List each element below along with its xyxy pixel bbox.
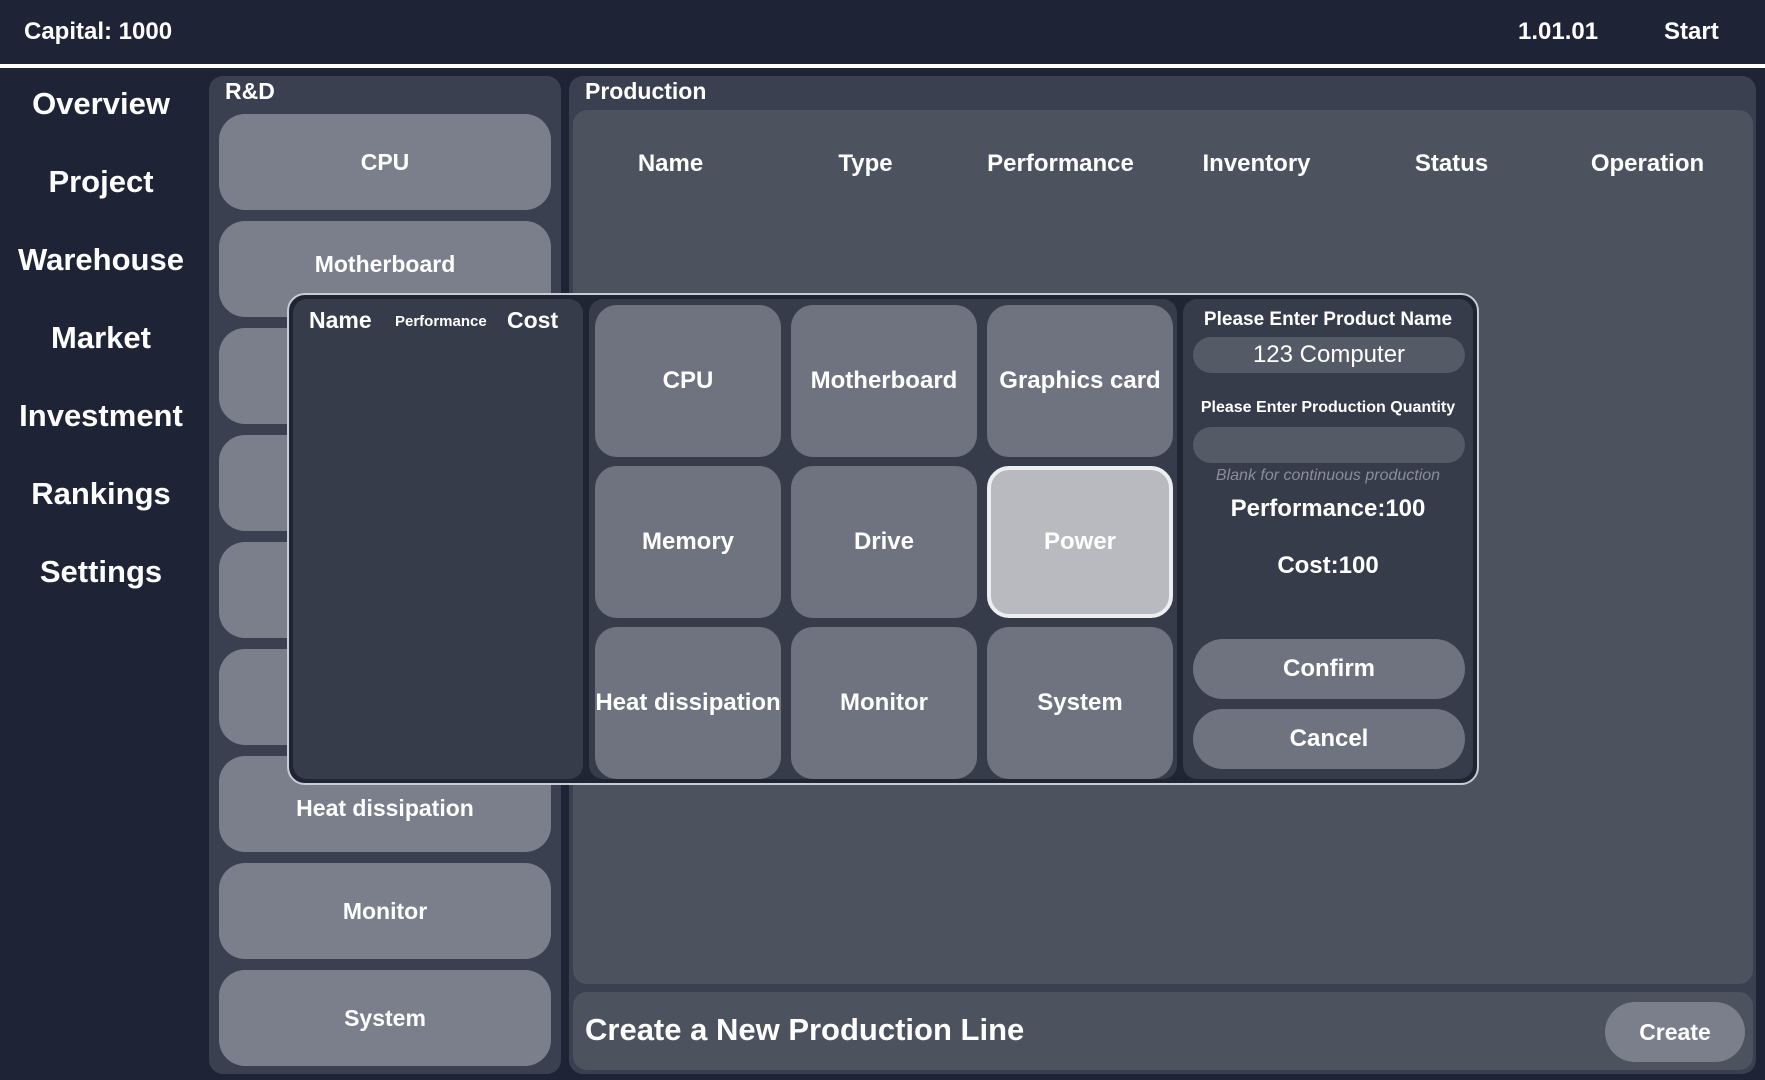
- new-product-dialog: Name Performance Cost CPU Motherboard Gr…: [287, 293, 1479, 785]
- rd-monitor-button[interactable]: Monitor: [219, 863, 551, 959]
- create-production-title: Create a New Production Line: [585, 1012, 1025, 1047]
- production-quantity-input[interactable]: [1193, 427, 1465, 463]
- product-name-input[interactable]: [1193, 337, 1465, 373]
- nav-rankings[interactable]: Rankings: [31, 476, 171, 511]
- start-button[interactable]: Start: [1664, 18, 1719, 45]
- cost-value: Cost:100: [1277, 552, 1379, 579]
- quantity-hint: Blank for continuous production: [1215, 467, 1441, 484]
- list-header-performance: Performance: [395, 313, 487, 330]
- product-form: Please Enter Product Name Please Enter P…: [1183, 299, 1473, 779]
- component-drive-button[interactable]: Drive: [791, 466, 977, 618]
- cancel-button[interactable]: Cancel: [1193, 709, 1465, 769]
- component-system-button[interactable]: System: [987, 627, 1173, 779]
- column-header-operation: Operation: [1590, 150, 1705, 177]
- component-heat-dissipation-button[interactable]: Heat dissipation: [595, 627, 781, 779]
- nav-settings[interactable]: Settings: [39, 554, 163, 589]
- sidebar: Overview Project Warehouse Market Invest…: [0, 72, 202, 1080]
- rd-title: R&D: [225, 78, 275, 104]
- component-grid: CPU Motherboard Graphics card Memory Dri…: [589, 299, 1177, 779]
- nav-project[interactable]: Project: [48, 164, 154, 199]
- confirm-button[interactable]: Confirm: [1193, 639, 1465, 699]
- component-motherboard-button[interactable]: Motherboard: [791, 305, 977, 457]
- production-quantity-label: Please Enter Production Quantity: [1200, 399, 1456, 416]
- capital-display: Capital: 1000: [24, 18, 173, 45]
- component-power-button[interactable]: Power: [987, 466, 1173, 618]
- production-title: Production: [585, 78, 707, 104]
- column-header-name: Name: [637, 150, 704, 177]
- list-header-cost: Cost: [507, 307, 559, 333]
- nav-overview[interactable]: Overview: [32, 86, 170, 121]
- rd-system-button[interactable]: System: [219, 970, 551, 1066]
- component-memory-button[interactable]: Memory: [595, 466, 781, 618]
- version-label: 1.01.01: [1518, 18, 1599, 45]
- component-cpu-button[interactable]: CPU: [595, 305, 781, 457]
- column-header-status: Status: [1414, 150, 1489, 177]
- performance-value: Performance:100: [1230, 495, 1426, 522]
- nav-warehouse[interactable]: Warehouse: [18, 242, 184, 277]
- rd-cpu-button[interactable]: CPU: [219, 114, 551, 210]
- column-header-type: Type: [838, 150, 893, 177]
- create-button[interactable]: Create: [1605, 1002, 1745, 1062]
- column-header-inventory: Inventory: [1202, 150, 1311, 177]
- component-list-panel: Name Performance Cost: [293, 299, 583, 779]
- component-graphics-card-button[interactable]: Graphics card: [987, 305, 1173, 457]
- nav-investment[interactable]: Investment: [19, 398, 183, 433]
- top-bar: Capital: 1000 1.01.01 Start: [0, 0, 1765, 68]
- create-production-bar: Create a New Production Line Create: [573, 992, 1753, 1070]
- list-header-name: Name: [309, 307, 372, 333]
- nav-market[interactable]: Market: [51, 320, 151, 355]
- component-monitor-button[interactable]: Monitor: [791, 627, 977, 779]
- product-name-label: Please Enter Product Name: [1203, 309, 1453, 330]
- column-header-performance: Performance: [987, 150, 1134, 177]
